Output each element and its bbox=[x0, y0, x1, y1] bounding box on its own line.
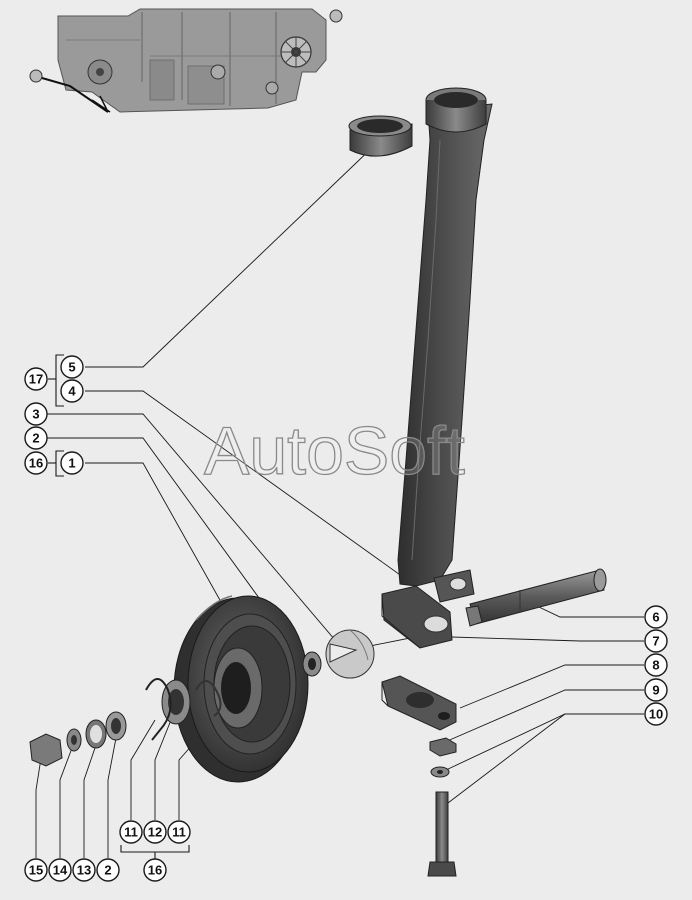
svg-text:9: 9 bbox=[652, 683, 659, 698]
svg-text:11: 11 bbox=[172, 825, 186, 840]
svg-text:10: 10 bbox=[649, 707, 663, 722]
pin-shaft-part-6 bbox=[465, 568, 607, 627]
svg-text:7: 7 bbox=[652, 634, 659, 649]
svg-text:15: 15 bbox=[29, 863, 43, 878]
bracket-16-bottom bbox=[120, 845, 190, 859]
washer-part-9 bbox=[430, 766, 450, 778]
svg-text:2: 2 bbox=[32, 431, 39, 446]
callout-3: 3 bbox=[24, 402, 48, 426]
svg-text:16: 16 bbox=[29, 456, 43, 471]
callout-5: 5 bbox=[60, 355, 84, 379]
callout-12: 12 bbox=[143, 820, 167, 844]
svg-text:12: 12 bbox=[148, 825, 162, 840]
leader-lines bbox=[35, 141, 644, 858]
svg-text:2: 2 bbox=[104, 863, 111, 878]
callout-1: 1 bbox=[60, 451, 84, 475]
svg-text:5: 5 bbox=[68, 360, 75, 375]
callout-16-top: 16 bbox=[24, 451, 48, 475]
callout-8: 8 bbox=[644, 653, 668, 677]
callout-2-bottom: 2 bbox=[96, 858, 120, 882]
svg-text:1: 1 bbox=[68, 456, 75, 471]
callout-4: 4 bbox=[60, 379, 84, 403]
nut-part-15 bbox=[29, 733, 63, 767]
ring-part-13 bbox=[85, 719, 107, 749]
svg-text:8: 8 bbox=[652, 658, 659, 673]
svg-text:17: 17 bbox=[29, 372, 43, 387]
svg-text:11: 11 bbox=[124, 825, 138, 840]
svg-text:13: 13 bbox=[77, 863, 91, 878]
spacer-part-2-left bbox=[105, 711, 127, 741]
bearing-assembly-parts-11-12 bbox=[145, 678, 222, 741]
svg-text:6: 6 bbox=[652, 610, 659, 625]
watermark-text: AutoSoft bbox=[204, 413, 465, 489]
callout-13: 13 bbox=[72, 858, 96, 882]
pulley-part-1 bbox=[173, 595, 309, 783]
callout-11-right: 11 bbox=[167, 820, 191, 844]
callout-11-left: 11 bbox=[119, 820, 143, 844]
callout-10: 10 bbox=[644, 702, 668, 726]
callout-6: 6 bbox=[644, 605, 668, 629]
clamp-block-part-7 bbox=[381, 675, 457, 731]
svg-text:16: 16 bbox=[148, 863, 162, 878]
callout-2-top: 2 bbox=[24, 426, 48, 450]
bracket-17 bbox=[48, 354, 64, 407]
spherical-bushing-part-3 bbox=[325, 629, 375, 679]
bushing-part-5 bbox=[348, 115, 413, 157]
callout-7: 7 bbox=[644, 629, 668, 653]
callout-15: 15 bbox=[24, 858, 48, 882]
spacer-part-2-right bbox=[302, 651, 322, 677]
svg-text:4: 4 bbox=[68, 384, 76, 399]
callout-16-bottom: 16 bbox=[143, 858, 167, 882]
washer-part-14 bbox=[66, 728, 82, 752]
nut-part-8 bbox=[429, 737, 457, 757]
svg-text:14: 14 bbox=[53, 863, 68, 878]
bracket-16-top bbox=[48, 450, 64, 477]
machine-overview-thumbnail bbox=[29, 8, 343, 113]
callout-9: 9 bbox=[644, 678, 668, 702]
svg-text:3: 3 bbox=[32, 407, 39, 422]
bolt-part-10 bbox=[427, 791, 457, 877]
callout-14: 14 bbox=[48, 858, 72, 882]
callout-17: 17 bbox=[24, 367, 48, 391]
lever-arm-part-4 bbox=[381, 87, 493, 649]
